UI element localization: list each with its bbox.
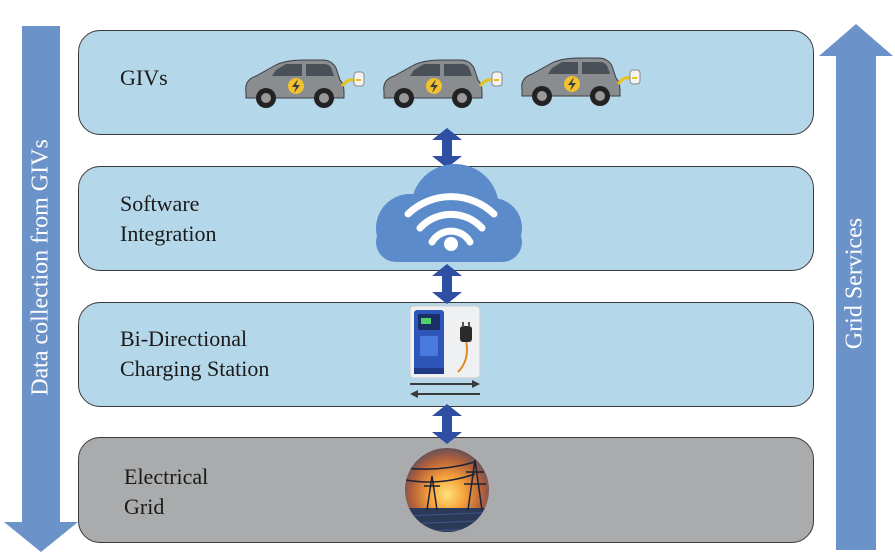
connector-arrow-3: [432, 404, 462, 444]
connector-arrow-1: [432, 128, 462, 168]
connector-arrow-2: [432, 264, 462, 304]
label-electrical-grid: Electrical Grid: [124, 464, 209, 519]
label-software-integration: Software Integration: [120, 191, 217, 246]
label-charging-station: Bi-Directional Charging Station: [120, 326, 270, 381]
label-givs: GIVs: [120, 65, 168, 90]
